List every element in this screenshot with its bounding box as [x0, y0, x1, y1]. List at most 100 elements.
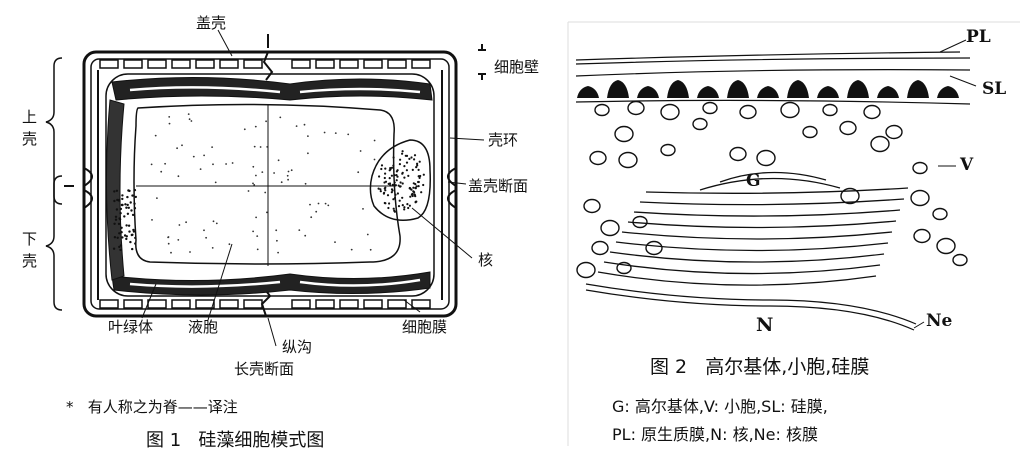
vesicle — [600, 219, 620, 237]
granule-dot — [120, 231, 123, 234]
vesicle — [840, 187, 860, 205]
cisterna — [615, 241, 889, 252]
vesicle — [870, 135, 890, 153]
chromatin-dot — [403, 206, 406, 209]
chromatin-dot — [413, 158, 416, 161]
girdle-notch-left — [83, 167, 93, 209]
chromatin-dot — [384, 186, 387, 189]
granule-dot — [120, 203, 124, 207]
sl-leader — [949, 75, 977, 87]
valve-chamber — [315, 299, 335, 309]
vacuole-dot — [215, 222, 218, 225]
chloroplast-left — [105, 99, 125, 281]
vacuole-dot — [347, 133, 350, 136]
vacuole-dot — [253, 184, 256, 186]
vacuole-dot — [252, 230, 255, 233]
chromatin-dot — [380, 164, 384, 167]
vacuole-dot — [369, 248, 372, 251]
valve-chamber — [411, 59, 431, 69]
vacuole-dot — [178, 224, 181, 226]
chromatin-dot — [404, 154, 407, 157]
figure1-caption: 图 1 硅藻细胞模式图 — [146, 430, 325, 451]
plasma-membrane-inner — [575, 57, 971, 65]
valve-chamber — [243, 59, 263, 69]
vacuole-dot — [187, 113, 190, 115]
chromatin-dot — [393, 196, 397, 200]
silica-deposit — [907, 80, 929, 98]
vesicle — [660, 103, 680, 121]
vacuole-dot — [315, 210, 318, 213]
valve-chamber — [363, 59, 383, 69]
granule-dot — [123, 215, 126, 218]
chromatin-dot — [415, 166, 418, 169]
chromatin-dot — [390, 191, 393, 194]
vesicle — [645, 240, 663, 256]
chromatin-dot — [392, 164, 395, 167]
chromatin-dot — [407, 206, 410, 210]
granule-dot — [126, 203, 129, 207]
vacuole-dot — [212, 163, 214, 166]
chromatin-dot — [387, 182, 390, 185]
granule-dot — [128, 230, 131, 233]
granule-dot — [113, 236, 117, 239]
silica-deposit — [637, 86, 659, 98]
chromatin-dot — [380, 167, 383, 171]
granule-dot — [114, 218, 118, 221]
chromatin-dot — [399, 181, 402, 184]
label-xibaobi: 细胞壁 — [494, 58, 540, 76]
vacuole-dot — [317, 202, 320, 205]
valve-chamber — [99, 59, 119, 69]
granule-dot — [133, 207, 137, 210]
vacuole-dot — [150, 163, 153, 166]
granule-dot — [116, 198, 119, 202]
vacuole-dot — [309, 203, 311, 206]
granule-dot — [128, 189, 131, 193]
vacuole-dot — [203, 229, 205, 232]
chromatin-dot — [386, 194, 390, 197]
vesicle — [594, 103, 610, 117]
silica-deposits — [577, 80, 959, 98]
valve-chamber — [195, 59, 215, 69]
vacuole-dot — [373, 158, 376, 161]
granule-dot — [130, 209, 133, 212]
vacuole-dot — [189, 251, 191, 253]
frustule-inner-wall — [90, 58, 450, 310]
figure2-legend-line1: G: 高尔基体,V: 小胞,SL: 硅膜, — [612, 397, 828, 416]
chromatin-dot — [410, 156, 413, 159]
vacuole-dot — [327, 204, 330, 207]
silica-deposit — [727, 80, 749, 98]
vacuole-dot — [295, 125, 298, 127]
label-V: V — [960, 155, 974, 175]
granule-dot — [124, 203, 127, 206]
label-zonggou: 纵沟 — [282, 338, 313, 356]
vacuole-dot — [290, 169, 293, 172]
chromatin-dot — [401, 171, 404, 174]
chromatin-dot — [392, 207, 395, 210]
vesicle — [618, 151, 638, 169]
granule-dot — [112, 247, 116, 250]
vacuole-dot — [362, 208, 364, 210]
granule-dot — [127, 206, 130, 209]
valve-chamber — [171, 59, 191, 69]
vacuole-dot — [256, 248, 259, 251]
vacuole-dot — [168, 116, 171, 118]
vesicle — [839, 120, 857, 136]
chromatin-dot — [408, 157, 411, 160]
vesicle — [627, 100, 645, 116]
chromatin-dot — [409, 195, 412, 198]
pl-leader — [939, 39, 967, 53]
vacuole-dot — [334, 132, 337, 135]
vesicle — [756, 149, 776, 167]
nucleus — [369, 139, 431, 221]
nucleus-chromatin — [377, 150, 425, 213]
vacuole-dot — [310, 216, 313, 219]
chromatin-dot — [398, 199, 401, 202]
label-gaike-duanmian: 盖壳断面 — [468, 177, 529, 195]
vacuole-dot — [259, 146, 262, 148]
granule-dot — [118, 232, 121, 235]
vesicle — [660, 143, 676, 157]
chromatin-dot — [388, 202, 391, 205]
chromatin-dot — [422, 183, 425, 187]
chromatin-dot — [384, 167, 387, 170]
cisterna — [699, 177, 841, 191]
